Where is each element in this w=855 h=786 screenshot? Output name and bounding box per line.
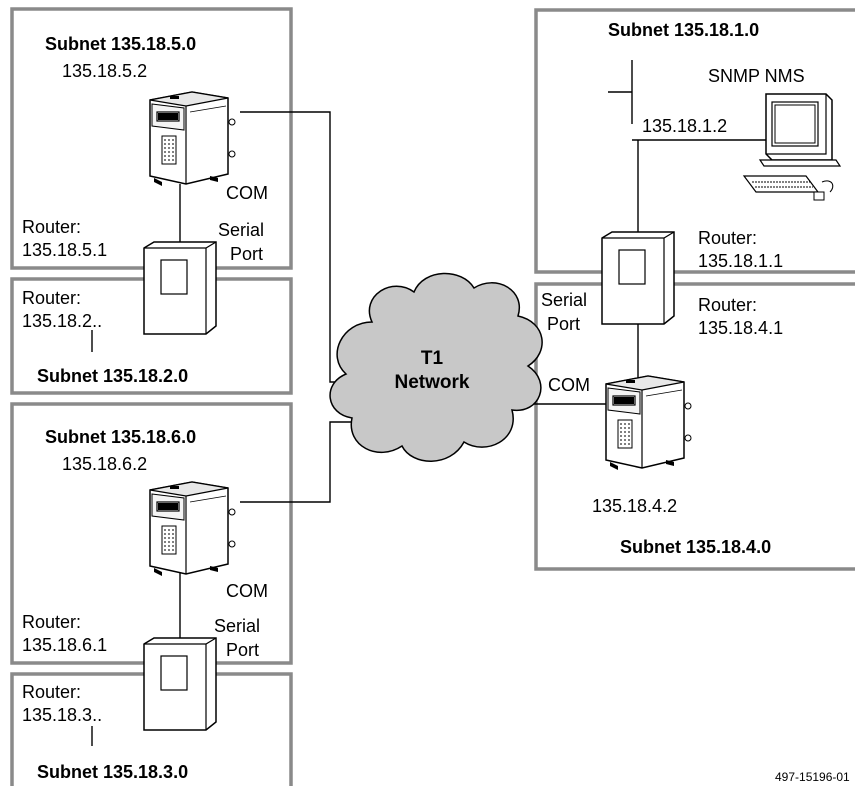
subnet-4-title: Subnet 135.18.4.0 <box>620 537 771 557</box>
subnet-2-title: Subnet 135.18.2.0 <box>37 366 188 386</box>
subnet-4-router-label: Router: <box>698 295 757 315</box>
subnet-box-1 <box>534 8 855 274</box>
subnet-2-router-ip: 135.18.2.. <box>22 311 102 331</box>
t1-network-cloud: T1 Network <box>329 272 543 462</box>
figure-id: 497-15196-01 <box>775 770 850 784</box>
subnet-6-com-label: COM <box>226 581 268 601</box>
subnet-4-port-label: Port <box>547 314 580 334</box>
subnet-6-router-ip: 135.18.6.1 <box>22 635 107 655</box>
subnet-4-router-ip: 135.18.4.1 <box>698 318 783 338</box>
subnet-5-title: Subnet 135.18.5.0 <box>45 34 196 54</box>
subnet-5-port-label: Port <box>230 244 263 264</box>
subnet-1-router-ip: 135.18.1.1 <box>698 251 783 271</box>
cloud-label-line1: T1 <box>421 348 444 369</box>
router-icon <box>143 637 217 731</box>
subnet-5-router-ip: 135.18.5.1 <box>22 240 107 260</box>
server-icon <box>149 481 236 577</box>
subnet-6-title: Subnet 135.18.6.0 <box>45 427 196 447</box>
cloud-label-line2: Network <box>395 372 470 393</box>
subnet-1-router-label: Router: <box>698 228 757 248</box>
subnet-2-router-label: Router: <box>22 288 81 308</box>
server-icon <box>149 91 236 187</box>
subnet-4-host-ip: 135.18.4.2 <box>592 496 677 516</box>
subnet-6-host-ip: 135.18.6.2 <box>62 454 147 474</box>
subnet-5-host-ip: 135.18.5.2 <box>62 61 147 81</box>
nms-ip: 135.18.1.2 <box>642 116 727 136</box>
subnet-6-serial-label: Serial <box>214 616 260 636</box>
subnet-4-serial-label: Serial <box>541 290 587 310</box>
subnet-6-port-label: Port <box>226 640 259 660</box>
subnet-6-router-label: Router: <box>22 612 81 632</box>
nms-workstation-icon <box>742 93 842 201</box>
subnet-3-title: Subnet 135.18.3.0 <box>37 762 188 782</box>
subnet-box-4 <box>534 282 855 571</box>
subnet-3-router-ip: 135.18.3.. <box>22 705 102 725</box>
subnet-5-serial-label: Serial <box>218 220 264 240</box>
router-icon <box>601 231 675 325</box>
subnet-5-com-label: COM <box>226 183 268 203</box>
subnet-4-com-label: COM <box>548 375 590 395</box>
subnet-1-title: Subnet 135.18.1.0 <box>608 20 759 40</box>
subnet-3-router-label: Router: <box>22 682 81 702</box>
router-icon <box>143 241 217 335</box>
nms-label: SNMP NMS <box>708 66 805 86</box>
connection-lines <box>91 60 768 746</box>
server-icon <box>605 375 692 471</box>
subnet-5-router-label: Router: <box>22 217 81 237</box>
